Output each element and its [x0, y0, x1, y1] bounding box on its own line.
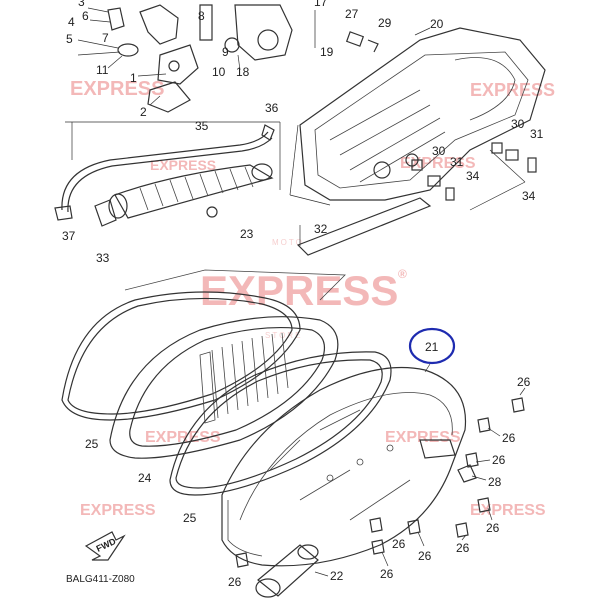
breather-hose	[54, 121, 281, 221]
watermark-small-5: EXPRESS	[385, 429, 461, 446]
callout-28: 28	[488, 475, 502, 489]
watermark-group: EXPRESS EXPRESS MOTO STORE ® EXPRESS EXP…	[70, 78, 555, 519]
callout-22: 22	[330, 569, 344, 583]
watermark-top: MOTO	[272, 238, 304, 247]
callout-17: 17	[314, 0, 328, 9]
air-box-lower-case	[221, 366, 467, 567]
callout-25a: 25	[85, 437, 99, 451]
callout-18: 18	[236, 65, 250, 79]
watermark-small-7: EXPRESS	[470, 502, 546, 519]
highlight-part-21: 21	[408, 327, 456, 373]
callout-6: 6	[82, 9, 89, 23]
callout-36: 36	[265, 101, 279, 115]
callout-23: 23	[240, 227, 254, 241]
intake-duct	[94, 163, 274, 227]
callout-3: 3	[78, 0, 85, 9]
screws	[235, 387, 526, 568]
callout-26a: 26	[517, 375, 531, 389]
callout-27: 27	[345, 7, 359, 21]
watermark-small-6: EXPRESS	[80, 502, 156, 519]
callout-26c: 26	[492, 453, 506, 467]
callout-26b: 26	[502, 431, 516, 445]
callout-32: 32	[314, 222, 328, 236]
callout-37: 37	[62, 229, 76, 243]
callout-8: 8	[198, 9, 205, 23]
watermark-small-4: EXPRESS	[145, 429, 221, 446]
callout-11: 11	[96, 63, 109, 77]
outlet-duct	[255, 544, 329, 598]
callout-4: 4	[68, 15, 75, 29]
callout-31a: 31	[530, 127, 544, 141]
callout-20: 20	[430, 17, 444, 31]
callout-26f: 26	[418, 549, 432, 563]
highlight-label: 21	[425, 340, 439, 354]
forward-arrow: FWD	[84, 531, 126, 561]
callout-26d: 26	[486, 521, 500, 535]
diagram-code: BALG411-Z080	[66, 574, 135, 585]
callout-9: 9	[222, 45, 229, 59]
callout-26e: 26	[456, 541, 470, 555]
watermark-small-3: EXPRESS	[400, 155, 476, 172]
callout-30b: 30	[432, 144, 446, 158]
callout-25b: 25	[183, 511, 197, 525]
watermark-small-1: EXPRESS	[70, 78, 164, 100]
callout-26i: 26	[228, 575, 242, 589]
callout-31b: 31	[450, 155, 464, 169]
callout-7: 7	[102, 31, 109, 45]
watermark-bottom: STORE	[265, 331, 302, 340]
fasteners-right	[345, 31, 537, 201]
callout-30a: 30	[511, 117, 525, 131]
callout-2: 2	[140, 105, 147, 119]
gasket-and-filter-set	[61, 269, 392, 496]
callout-24: 24	[138, 471, 152, 485]
callout-labels: 3 4 5 6 7 1 2 11 8 9 10 18 19 17 27 29 2…	[62, 0, 544, 589]
callout-1: 1	[130, 71, 137, 85]
callout-35: 35	[195, 119, 209, 133]
watermark-large: EXPRESS	[200, 267, 398, 314]
callout-34b: 34	[522, 189, 536, 203]
callout-19: 19	[320, 45, 334, 59]
callout-26h: 26	[380, 567, 394, 581]
watermark-small-2: EXPRESS	[470, 80, 555, 100]
air-box-upper-case	[289, 27, 546, 211]
intake-bracket-parts	[77, 4, 316, 113]
callout-34a: 34	[466, 169, 480, 183]
highlight-ring	[408, 327, 456, 365]
watermark-registered: ®	[398, 267, 407, 281]
callout-10: 10	[212, 65, 226, 79]
watermark-small-8: EXPRESS	[150, 157, 216, 173]
callout-33: 33	[96, 251, 110, 265]
callout-29: 29	[378, 16, 392, 30]
callout-26g: 26	[392, 537, 406, 551]
callout-5: 5	[66, 32, 73, 46]
sealing-strip	[296, 197, 432, 256]
